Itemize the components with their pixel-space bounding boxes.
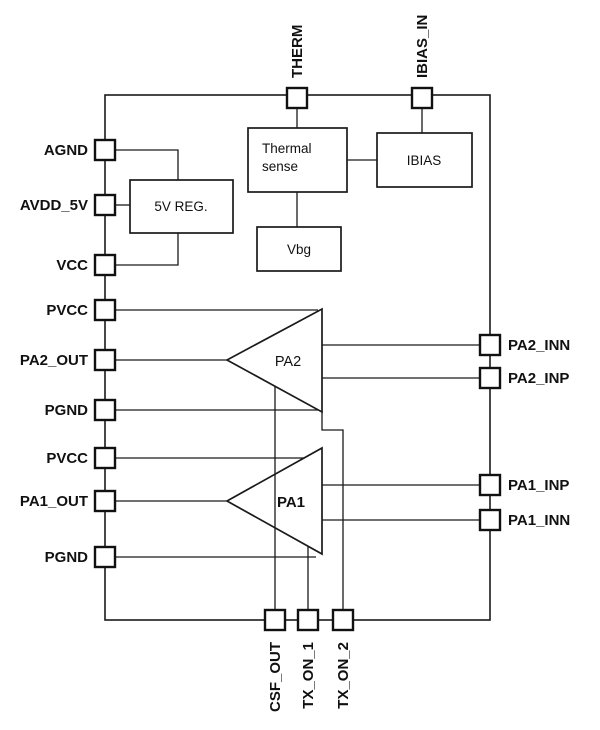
- pin-pgnd-2: [93, 545, 117, 569]
- wire-tx-on-2: [321, 412, 344, 610]
- pin-label-pa1-inn: PA1_INN: [508, 512, 570, 529]
- pin-agnd: [93, 138, 117, 162]
- block-label-thermal-line1: Thermal: [262, 141, 312, 156]
- pin-pa2-inp: [478, 366, 502, 390]
- pin-label-tx-on-1: TX_ON_1: [300, 642, 317, 709]
- wire-agnd: [115, 149, 179, 180]
- pin-label-tx-on-2: TX_ON_2: [335, 642, 352, 709]
- pin-label-pa2-out: PA2_OUT: [20, 352, 88, 369]
- pin-pvcc-2: [93, 446, 117, 470]
- block-label-5v-reg: 5V REG.: [154, 199, 207, 214]
- pin-label-csf-out: CSF_OUT: [267, 642, 284, 712]
- amp-label-pa2: PA2: [275, 354, 301, 370]
- pin-label-agnd: AGND: [44, 142, 88, 159]
- pin-label-pa2-inn: PA2_INN: [508, 337, 570, 354]
- pin-pa2-out: [93, 348, 117, 372]
- pin-label-pvcc-2: PVCC: [46, 450, 88, 467]
- pin-label-ibias-in: IBIAS_IN: [414, 15, 431, 78]
- pin-label-pa2-inp: PA2_INP: [508, 370, 569, 387]
- pin-pa1-inp: [478, 473, 502, 497]
- pin-csf-out: [263, 608, 287, 632]
- pin-pgnd-1: [93, 398, 117, 422]
- block-ibias: [376, 132, 473, 188]
- pin-label-pgnd-1: PGND: [45, 402, 89, 419]
- pin-label-pa1-out: PA1_OUT: [20, 493, 88, 510]
- block-label-ibias: IBIAS: [407, 153, 442, 168]
- wire-vcc: [115, 233, 179, 266]
- amp-label-pa1: PA1: [277, 494, 305, 511]
- pin-label-pgnd-2: PGND: [45, 549, 89, 566]
- pin-pa1-out: [93, 489, 117, 513]
- pin-vcc: [93, 253, 117, 277]
- pin-label-avdd-5v: AVDD_5V: [20, 197, 88, 214]
- pin-avdd-5v: [93, 193, 117, 217]
- pin-label-therm: THERM: [289, 25, 306, 78]
- pin-therm: [285, 86, 309, 110]
- block-label-vbg: Vbg: [287, 242, 311, 257]
- block-label-thermal-line2: sense: [262, 159, 298, 174]
- block-thermal-sense: [247, 127, 348, 193]
- pin-label-pvcc-1: PVCC: [46, 302, 88, 319]
- block-vbg: [256, 226, 342, 272]
- pin-tx-on-2: [331, 608, 355, 632]
- pin-pa1-inn: [478, 508, 502, 532]
- pin-label-pa1-inp: PA1_INP: [508, 477, 569, 494]
- pin-ibias-in: [410, 86, 434, 110]
- pin-tx-on-1: [296, 608, 320, 632]
- pin-pvcc-1: [93, 298, 117, 322]
- block-5v-reg: [129, 179, 234, 234]
- pin-pa2-inn: [478, 333, 502, 357]
- pin-label-vcc: VCC: [56, 257, 88, 274]
